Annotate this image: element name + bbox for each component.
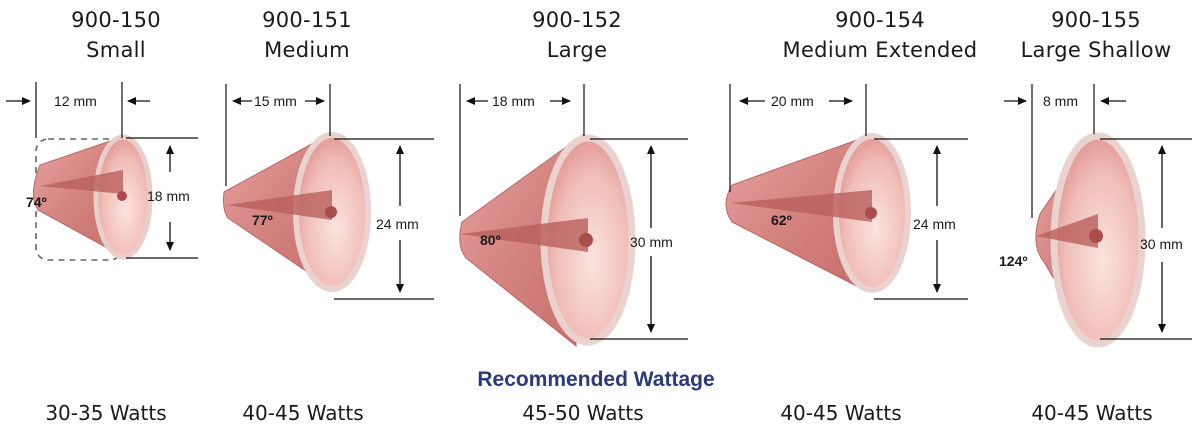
height-label-medium-extended: 24 mm	[913, 216, 956, 232]
wattage-large-shallow: 40-45 Watts	[992, 401, 1192, 425]
product-code-medium: 900-151	[207, 7, 407, 33]
width-label-small: 12 mm	[54, 93, 97, 109]
product-code-medium-extended: 900-154	[750, 7, 1010, 33]
recommended-wattage-heading: Recommended Wattage	[0, 368, 1192, 392]
wattage-small: 30-35 Watts	[6, 401, 206, 425]
angle-label-large: 80º	[480, 232, 501, 248]
cup-large-figure	[460, 84, 688, 346]
width-label-large: 18 mm	[492, 93, 535, 109]
product-name-large: Large	[477, 37, 677, 63]
wattage-medium: 40-45 Watts	[203, 401, 403, 425]
angle-label-small: 74º	[26, 194, 47, 210]
height-label-large-shallow: 30 mm	[1140, 236, 1183, 252]
wattage-medium-extended: 40-45 Watts	[741, 401, 941, 425]
cup-large-shallow-figure	[1004, 84, 1192, 344]
product-name-large-shallow: Large Shallow	[1000, 37, 1192, 63]
angle-label-large-shallow: 124º	[999, 253, 1027, 269]
product-name-small: Small	[16, 37, 216, 63]
height-label-small: 18 mm	[147, 188, 190, 204]
cup-small-figure	[6, 82, 198, 260]
angle-label-medium: 77º	[252, 212, 273, 228]
product-code-small: 900-150	[16, 7, 216, 33]
product-code-large: 900-152	[477, 7, 677, 33]
cup-medium-figure	[224, 84, 435, 299]
wattage-large: 45-50 Watts	[483, 401, 683, 425]
product-code-large-shallow: 900-155	[1000, 7, 1192, 33]
angle-label-medium-extended: 62º	[771, 212, 792, 228]
product-name-medium: Medium	[207, 37, 407, 63]
width-label-medium: 15 mm	[254, 93, 297, 109]
width-label-medium-extended: 20 mm	[771, 93, 814, 109]
cup-medium-extended-figure	[726, 84, 968, 299]
height-label-medium: 24 mm	[376, 216, 419, 232]
height-label-large: 30 mm	[630, 234, 673, 250]
width-label-large-shallow: 8 mm	[1043, 93, 1078, 109]
product-name-medium-extended: Medium Extended	[750, 37, 1010, 63]
